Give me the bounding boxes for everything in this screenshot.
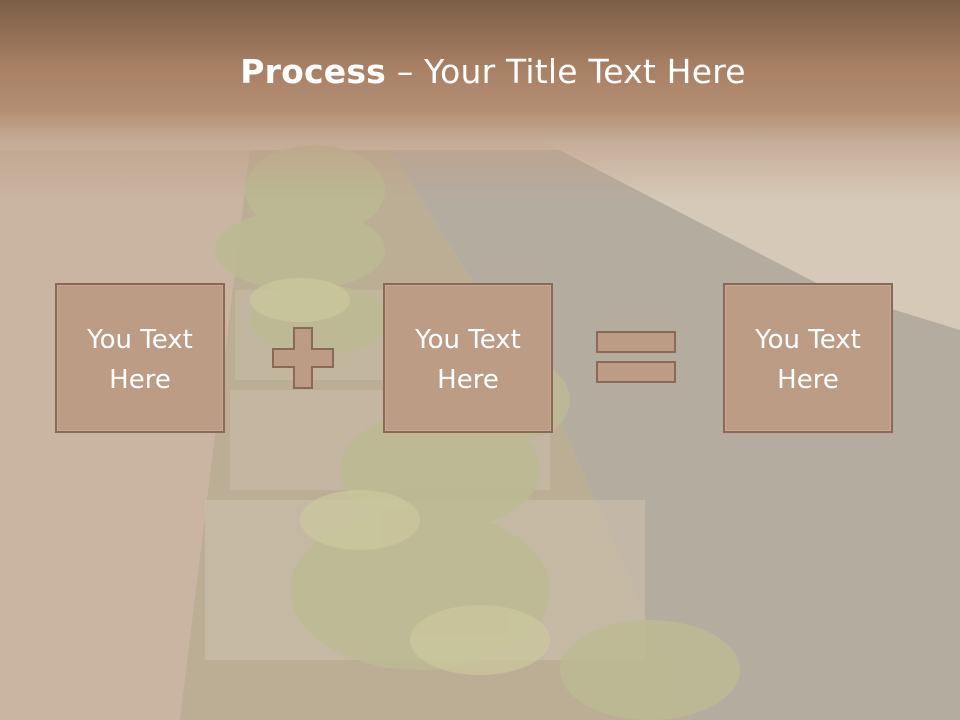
box-line-2: Here	[437, 365, 499, 395]
title-rest: – Your Title Text Here	[386, 52, 746, 91]
box-line-2: Here	[109, 365, 171, 395]
plus-icon	[272, 327, 334, 389]
process-box-2[interactable]: You Text Here	[383, 283, 553, 433]
title-bold: Process	[240, 52, 387, 91]
process-box-3[interactable]: You Text Here	[723, 283, 893, 433]
equals-icon	[596, 331, 676, 383]
box-line-1: You Text	[87, 325, 193, 355]
process-box-1[interactable]: You Text Here	[55, 283, 225, 433]
title-band	[0, 0, 960, 200]
process-box-3-text: You Text Here	[725, 320, 891, 400]
slide-title: Process – Your Title Text Here	[0, 52, 960, 91]
process-box-2-text: You Text Here	[385, 320, 551, 400]
box-line-1: You Text	[755, 325, 861, 355]
box-line-2: Here	[777, 365, 839, 395]
process-box-1-text: You Text Here	[57, 320, 223, 400]
box-line-1: You Text	[415, 325, 521, 355]
